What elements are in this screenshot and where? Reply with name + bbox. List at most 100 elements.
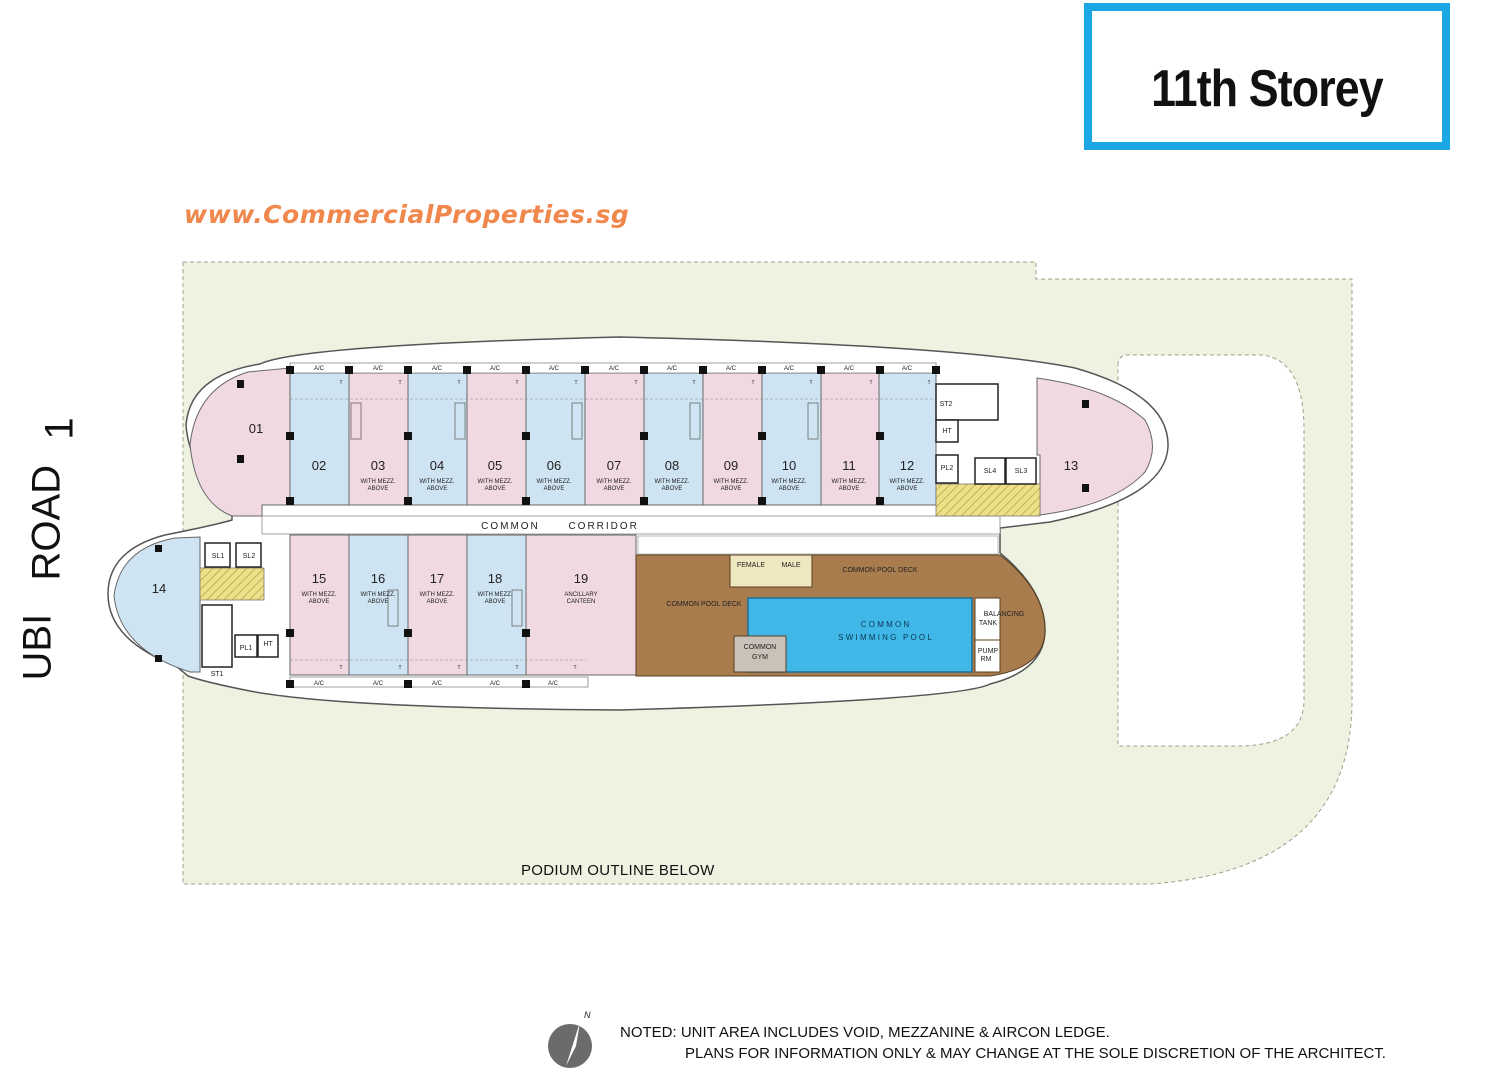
unit-13-area [1036, 377, 1153, 516]
unit-number: 12 [900, 458, 914, 473]
page-title: 11th Storey [1151, 60, 1383, 118]
balancing-label-2: TANK [979, 620, 997, 627]
aircon-ledge-label: A/C [726, 366, 737, 372]
unit-mezz-line2: ABOVE [368, 599, 389, 605]
sl2-label: SL2 [243, 553, 256, 560]
unit-mezz-line1: WITH MEZZ. [420, 592, 455, 598]
unit-mezz-line1: WITH MEZZ. [420, 479, 455, 485]
unit-12-room [878, 372, 937, 506]
unit-mezz-line2: ABOVE [427, 486, 448, 492]
unit-number: 09 [724, 458, 738, 473]
unit-mezz-line2: ABOVE [368, 486, 389, 492]
gym-label-2: GYM [752, 654, 768, 661]
watermark-url: www.CommercialProperties.sg [184, 200, 630, 229]
unit-number: 17 [430, 571, 444, 586]
bottom-units [289, 534, 637, 688]
balancing-tank-room [974, 597, 1001, 641]
aircon-ledge-label: A/C [784, 366, 795, 372]
corridor-label: COMMON CORRIDOR [481, 521, 639, 532]
toilet-label: T [457, 380, 460, 386]
ht-left [257, 634, 279, 658]
pool-label-2: S W I M M I N G P O O L [838, 633, 932, 642]
aircon-ledge-label: A/C [314, 681, 325, 687]
aircon-ledge-label: A/C [490, 681, 501, 687]
toilet-label: T [515, 380, 518, 386]
unit-mezz-line1: WITH MEZZ. [597, 479, 632, 485]
toilet-label: T [927, 380, 930, 386]
toilet-label: T [339, 380, 342, 386]
ht-right [935, 419, 959, 443]
title-box: 11th Storey [1084, 3, 1450, 150]
unit-mezz-line1: WITH MEZZ. [361, 479, 396, 485]
unit-16-room [348, 534, 409, 676]
hatched-lobby-left [199, 567, 265, 601]
stair-st2 [935, 383, 999, 421]
unit-mezz-line1: WITH MEZZ. [655, 479, 690, 485]
toilet-label: T [339, 665, 342, 671]
core-right [935, 383, 1037, 485]
stair-st1 [201, 604, 233, 668]
unit-number: 14 [152, 581, 166, 596]
unit-mezz-line2: ABOVE [897, 486, 918, 492]
unit-number: 11 [842, 458, 856, 473]
pool-deck-top-label: COMMON POOL DECK [842, 567, 918, 574]
unit-02-room [289, 372, 350, 506]
unit-mezz-line2: ABOVE [427, 599, 448, 605]
aircon-ledge-label: A/C [902, 366, 913, 372]
aircon-ledge-label: A/C [490, 366, 501, 372]
aircon-ledge-label: A/C [548, 681, 559, 687]
unit-09-room [702, 372, 763, 506]
balancing-label-1: BALANCING [984, 611, 1024, 618]
unit-15-room [289, 534, 350, 676]
lift-sl3 [1005, 457, 1037, 485]
unit-mezz-line2: ABOVE [604, 486, 625, 492]
unit-mezz-line2: ABOVE [721, 486, 742, 492]
pl1-label: PL1 [240, 645, 253, 652]
unit-01-area [189, 367, 291, 517]
toilet-label: T [573, 665, 576, 671]
unit-number: 18 [488, 571, 502, 586]
unit-mezz-line1: WITH MEZZ. [772, 479, 807, 485]
unit-mezz-line2: ABOVE [485, 599, 506, 605]
stair-marks [350, 402, 819, 627]
sl4-label: SL4 [984, 468, 997, 475]
pl1-shaft [234, 634, 258, 658]
unit-17-room [407, 534, 468, 676]
ht-left-label: HT [263, 641, 273, 648]
unit-mezz-line1: WITH MEZZ. [302, 592, 337, 598]
unit-number: 04 [430, 458, 444, 473]
unit-number: 01 [249, 421, 263, 436]
toilet-label: T [574, 380, 577, 386]
unit-mezz-line1: WITH MEZZ. [714, 479, 749, 485]
unit-number: 19 [574, 571, 588, 586]
unit-05-room [466, 372, 527, 506]
toilet-label: T [398, 380, 401, 386]
unit-mezz-line1: WITH MEZZ. [537, 479, 572, 485]
unit-number: 06 [547, 458, 561, 473]
note-line-2: PLANS FOR INFORMATION ONLY & MAY CHANGE … [685, 1045, 1386, 1062]
toilet-label: T [692, 380, 695, 386]
unit-mezz-line1: WITH MEZZ. [832, 479, 867, 485]
unit-sub-line2: CANTEEN [567, 599, 596, 605]
lift-sl1 [204, 542, 231, 568]
toilet-label: T [809, 380, 812, 386]
core-left [201, 542, 279, 668]
st2-label: ST2 [940, 401, 953, 408]
sl3-label: SL3 [1015, 468, 1028, 475]
unit-number: 03 [371, 458, 385, 473]
unit-14-area [113, 536, 201, 673]
unit-mezz-line2: ABOVE [485, 486, 506, 492]
lift-sl2 [235, 542, 262, 568]
unit-sub-line1: ANCILLARY [564, 592, 597, 598]
unit-18-room [466, 534, 527, 676]
compass-letter: N [584, 1010, 591, 1020]
unit-mezz-line2: ABOVE [662, 486, 683, 492]
aircon-ledge-label: A/C [314, 366, 325, 372]
pool-label-1: C O M M O N [861, 620, 910, 629]
common-corridor [261, 515, 1001, 535]
unit-number: 05 [488, 458, 502, 473]
aircon-ledge-label: A/C [373, 366, 384, 372]
unit-number: 15 [312, 571, 326, 586]
unit-mezz-line2: ABOVE [544, 486, 565, 492]
